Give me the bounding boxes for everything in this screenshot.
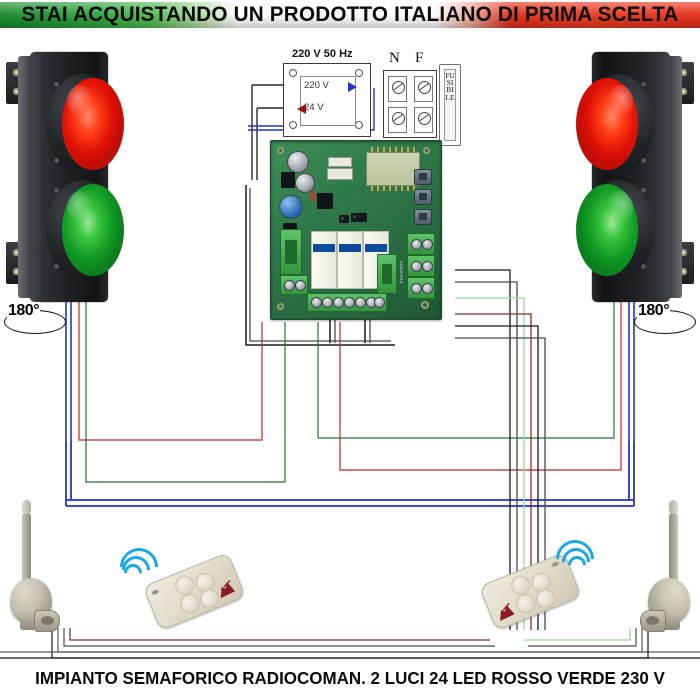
board-button-1[interactable] (414, 169, 432, 185)
fuse-label: FUSIBILE (445, 71, 455, 102)
italian-flag-background (0, 2, 700, 28)
lamp-red-right (576, 78, 638, 170)
antenna-tip (669, 500, 678, 514)
lamp-green-right (576, 184, 638, 276)
rotation-indicator-left: 180° (2, 300, 68, 334)
wiring-diagram: 180° 180° 220 V 50 Hz (0, 30, 700, 660)
lcd-display (366, 147, 420, 191)
rf-waves-right (548, 532, 602, 586)
pin-header (317, 193, 333, 209)
capacitor-2 (295, 173, 315, 193)
relay-1 (311, 231, 337, 289)
transformer-core (300, 76, 356, 126)
traffic-light-left (6, 52, 126, 302)
bridge-rectifier (281, 172, 295, 188)
lamp-green-left (62, 184, 124, 276)
board-button-3[interactable] (414, 209, 432, 225)
terminal-block-center (377, 254, 397, 294)
antenna-bracket (640, 610, 666, 632)
relay-2 (337, 231, 363, 289)
header-title: STAI ACQUISTANDO UN PRODOTTO ITALIANO DI… (21, 3, 679, 26)
antenna-rod (669, 512, 678, 584)
terminal-strip-lamps[interactable] (307, 293, 387, 312)
mains-label: 220 V 50 Hz (292, 48, 353, 60)
driver-ic (339, 215, 349, 223)
antenna-neck (20, 614, 38, 630)
antenna-rod (22, 512, 31, 584)
transformer-primary-label: 220 V (304, 80, 329, 91)
resistor-1 (311, 191, 315, 201)
banner-shading (0, 2, 700, 28)
remote-control-left[interactable] (142, 552, 246, 632)
terminal-block-mains (280, 229, 302, 275)
header-banner: STAI ACQUISTANDO UN PRODOTTO ITALIANO DI… (0, 0, 700, 30)
fuse-holder: FUSIBILE (439, 64, 461, 146)
rotation-label-right: 180° (637, 302, 671, 320)
antenna-tip (22, 500, 31, 514)
component-label-1 (328, 157, 352, 167)
capacitor-1 (287, 151, 309, 173)
remote-control-right[interactable] (478, 552, 582, 632)
rotation-indicator-right: 180° (632, 300, 698, 334)
rotation-label-left: 180° (7, 302, 41, 320)
terminal-block-right-3[interactable] (407, 277, 435, 299)
antenna-receiver-left (8, 498, 62, 638)
terminal-block-nf (383, 70, 437, 138)
transistor (283, 223, 297, 232)
lamp-red-left (62, 78, 124, 170)
rf-waves-left (112, 538, 174, 594)
transformer-secondary-label: 24 V (304, 102, 324, 113)
transformer: 220 V 24 V (283, 63, 371, 137)
board-silkscreen: SEMAFORO (399, 261, 403, 284)
terminal-block-right-1[interactable] (407, 233, 435, 255)
terminal-block-left-lower (280, 275, 308, 295)
product-caption: IMPIANTO SEMAFORICO RADIOCOMAN. 2 LUCI 2… (35, 667, 665, 688)
housing-side-panel (668, 56, 682, 298)
board-button-2[interactable] (414, 189, 432, 205)
primary-arrow-icon (348, 82, 357, 92)
terminal-label-n: N (389, 50, 400, 66)
antenna-bracket (34, 610, 60, 632)
component-label-2 (327, 168, 353, 180)
terminal-label-f: F (415, 50, 424, 66)
power-supply-group: 220 V 50 Hz 220 V 24 V N F (275, 48, 461, 153)
trimmer-potentiometer (279, 195, 303, 219)
traffic-light-right (574, 52, 694, 302)
brand-logo-icon (220, 580, 236, 599)
terminal-block-right-2[interactable] (407, 255, 435, 277)
microcontroller (351, 213, 367, 222)
control-board: SEMAFORO (270, 140, 442, 320)
housing-side-panel (18, 56, 32, 298)
antenna-receiver-right (638, 498, 692, 638)
brand-logo-icon (500, 602, 515, 621)
secondary-arrow-icon (297, 104, 306, 114)
